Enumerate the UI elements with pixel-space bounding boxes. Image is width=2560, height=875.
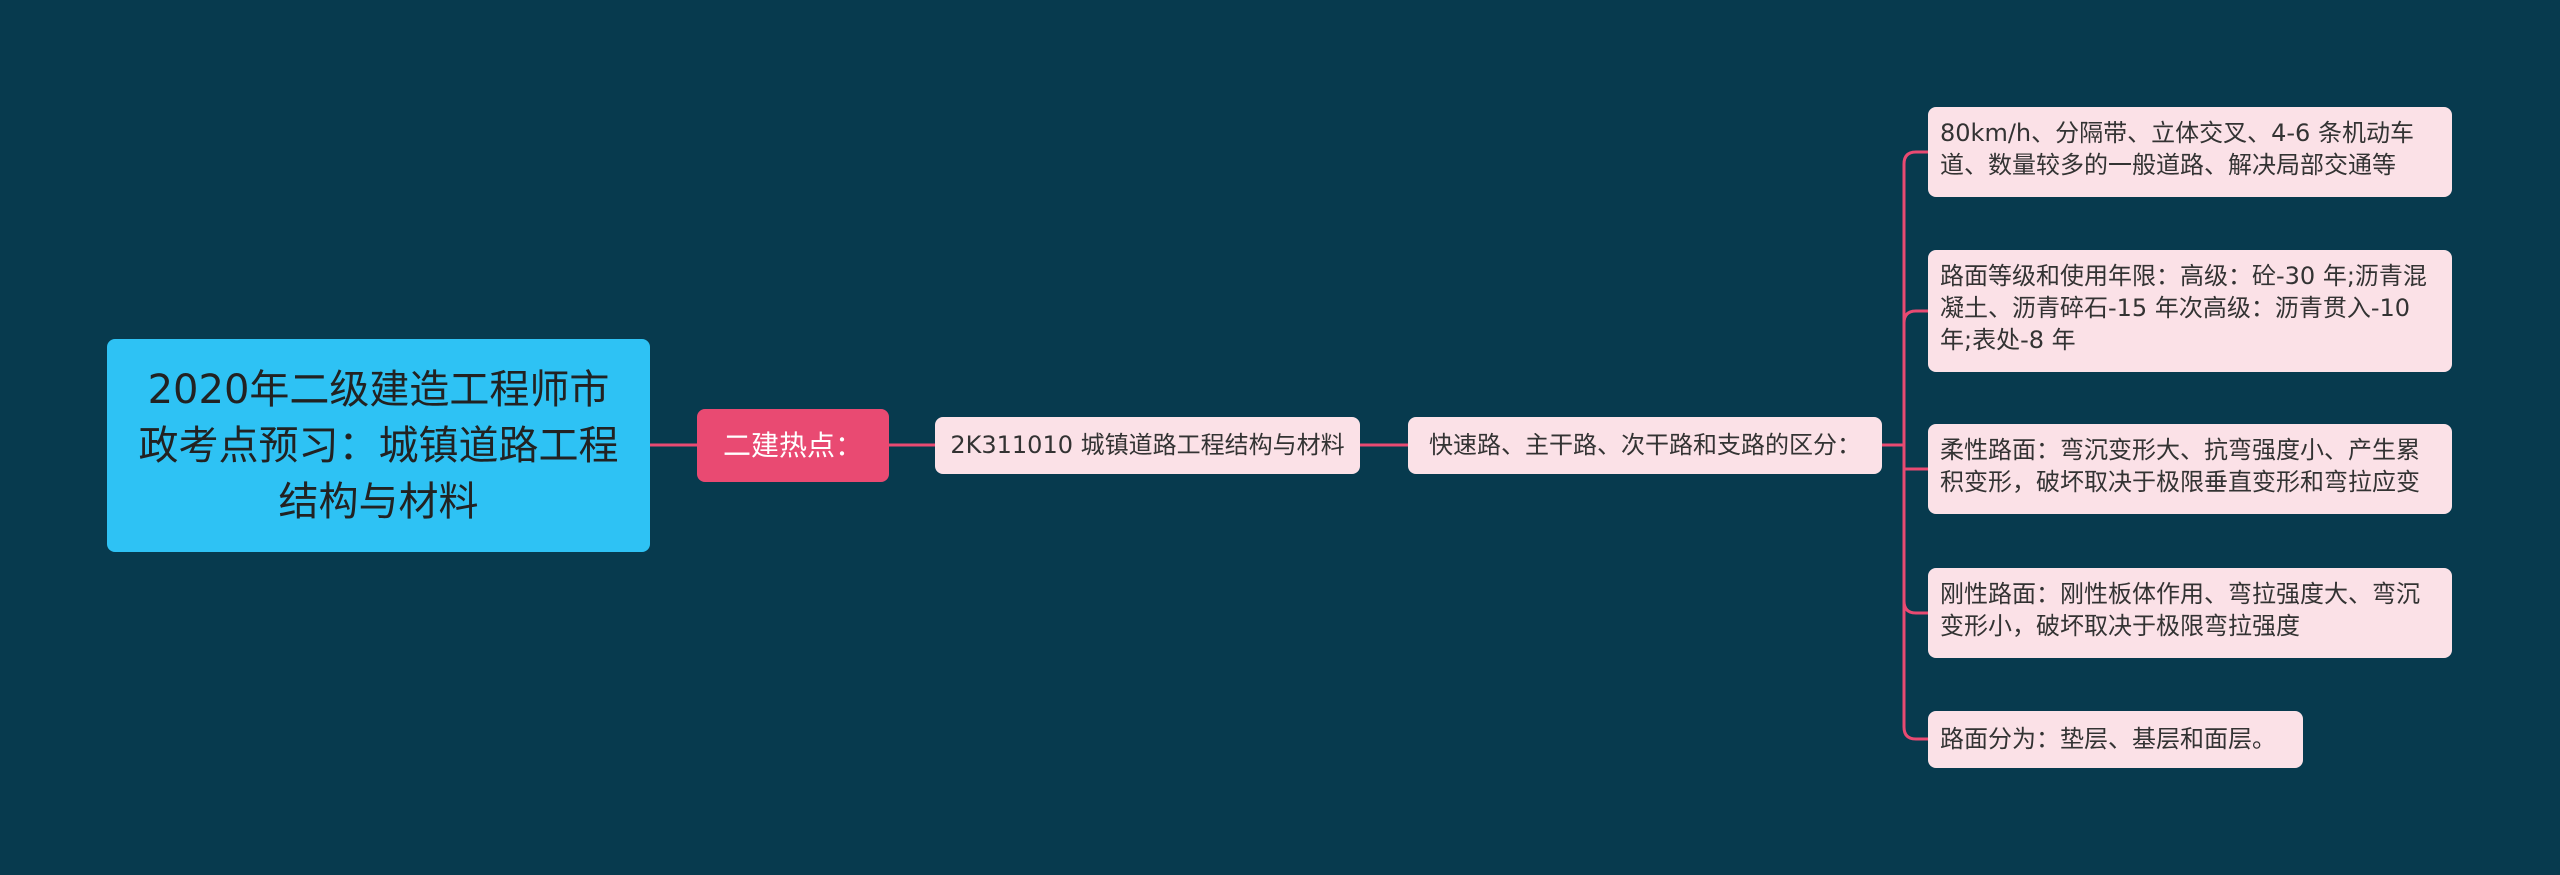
leaf-label: 路面分为：垫层、基层和面层。 xyxy=(1940,725,2276,754)
leaf-node-flexible-pavement[interactable]: 柔性路面：弯沉变形大、抗弯强度小、产生累积变形，破坏取决于极限垂直变形和弯拉应变 xyxy=(1928,424,2452,514)
topic-label: 2K311010 城镇道路工程结构与材料 xyxy=(950,431,1345,460)
leaf-label: 路面等级和使用年限：高级：砼-30 年;沥青混凝土、沥青碎石-15 年次高级：沥… xyxy=(1940,262,2427,355)
root-node[interactable]: 2020年二级建造工程师市政考点预习：城镇道路工程结构与材料 xyxy=(107,339,650,552)
connector-leaf-4 xyxy=(1902,600,1928,615)
root-label: 2020年二级建造工程师市政考点预习：城镇道路工程结构与材料 xyxy=(138,366,619,525)
topic-node[interactable]: 2K311010 城镇道路工程结构与材料 xyxy=(935,417,1360,474)
subtopic-node[interactable]: 快速路、主干路、次干路和支路的区分： xyxy=(1408,417,1882,474)
leaf-label: 80km/h、分隔带、立体交叉、4-6 条机动车道、数量较多的一般道路、解决局部… xyxy=(1940,119,2414,180)
branch-node-hot-topics[interactable]: 二建热点： xyxy=(697,409,889,482)
leaf-label: 柔性路面：弯沉变形大、抗弯强度小、产生累积变形，破坏取决于极限垂直变形和弯拉应变 xyxy=(1940,436,2420,497)
connector-trunk xyxy=(1902,150,1928,741)
subtopic-label: 快速路、主干路、次干路和支路的区分： xyxy=(1429,431,1861,460)
leaf-node-speed[interactable]: 80km/h、分隔带、立体交叉、4-6 条机动车道、数量较多的一般道路、解决局部… xyxy=(1928,107,2452,197)
connector-leaf-2 xyxy=(1902,309,1928,324)
leaf-node-rigid-pavement[interactable]: 刚性路面：刚性板体作用、弯拉强度大、弯沉变形小，破坏取决于极限弯拉强度 xyxy=(1928,568,2452,658)
leaf-node-pavement-grade[interactable]: 路面等级和使用年限：高级：砼-30 年;沥青混凝土、沥青碎石-15 年次高级：沥… xyxy=(1928,250,2452,372)
leaf-node-pavement-layers[interactable]: 路面分为：垫层、基层和面层。 xyxy=(1928,711,2303,768)
leaf-label: 刚性路面：刚性板体作用、弯拉强度大、弯沉变形小，破坏取决于极限弯拉强度 xyxy=(1940,580,2420,641)
branch-label: 二建热点： xyxy=(722,428,863,462)
